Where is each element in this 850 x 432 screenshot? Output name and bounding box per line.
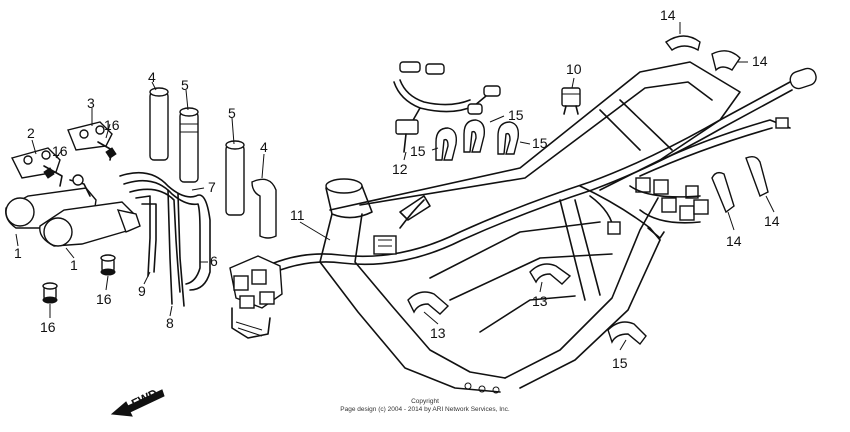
callout-14-c: 14 xyxy=(726,233,742,249)
callout-16-c: 16 xyxy=(96,291,112,307)
callout-13-a: 13 xyxy=(532,293,548,309)
callout-14-d: 14 xyxy=(764,213,780,229)
callout-4-b: 4 xyxy=(260,139,268,155)
callout-16-a: 16 xyxy=(52,143,68,159)
callout-2: 2 xyxy=(27,125,35,141)
junction-block xyxy=(229,255,283,339)
copyright-line-1: Copyright xyxy=(411,398,439,405)
main-wire-harness xyxy=(261,67,817,277)
callout-16-b: 16 xyxy=(104,117,120,133)
callout-8: 8 xyxy=(166,315,174,331)
callout-9: 9 xyxy=(138,283,146,299)
callout-15-c: 15 xyxy=(532,135,548,151)
callout-7: 7 xyxy=(208,179,216,195)
callout-14-b: 14 xyxy=(752,53,768,69)
callout-5-b: 5 xyxy=(228,105,236,121)
callout-6: 6 xyxy=(210,253,218,269)
callout-13-b: 13 xyxy=(430,325,446,341)
relay-10 xyxy=(561,87,581,115)
frame-drawing xyxy=(319,61,741,394)
callout-5-a: 5 xyxy=(181,77,189,93)
spark-plug-cap-group xyxy=(149,87,277,239)
band-14-group xyxy=(664,35,769,214)
grommet-16-group xyxy=(42,147,117,304)
callout-3: 3 xyxy=(87,95,95,111)
forward-arrow-icon xyxy=(110,389,165,417)
sub-harness-12 xyxy=(393,61,501,153)
callout-12: 12 xyxy=(392,161,408,177)
copyright-line-2: Page design (c) 2004 - 2014 by ARI Netwo… xyxy=(340,406,510,413)
callout-15-a: 15 xyxy=(410,143,426,159)
callout-16-d: 16 xyxy=(40,319,56,335)
leader-lines xyxy=(15,22,775,351)
high-tension-wires xyxy=(119,171,211,307)
callout-labels: 2 16 3 16 4 5 5 4 7 6 9 8 16 16 1 1 11 1… xyxy=(14,7,780,371)
callout-1-b: 1 xyxy=(70,257,78,273)
callout-15-b: 15 xyxy=(508,107,524,123)
ignition-coil-right xyxy=(39,201,141,247)
callout-14-a: 14 xyxy=(660,7,676,23)
band-15-group xyxy=(435,119,647,346)
callout-4-a: 4 xyxy=(148,69,156,85)
callout-15-d: 15 xyxy=(612,355,628,371)
callout-10: 10 xyxy=(566,61,582,77)
callout-1-a: 1 xyxy=(14,245,22,261)
clamp-13-group xyxy=(407,263,572,315)
coil-bracket-3 xyxy=(67,121,113,161)
callout-11: 11 xyxy=(290,207,305,223)
